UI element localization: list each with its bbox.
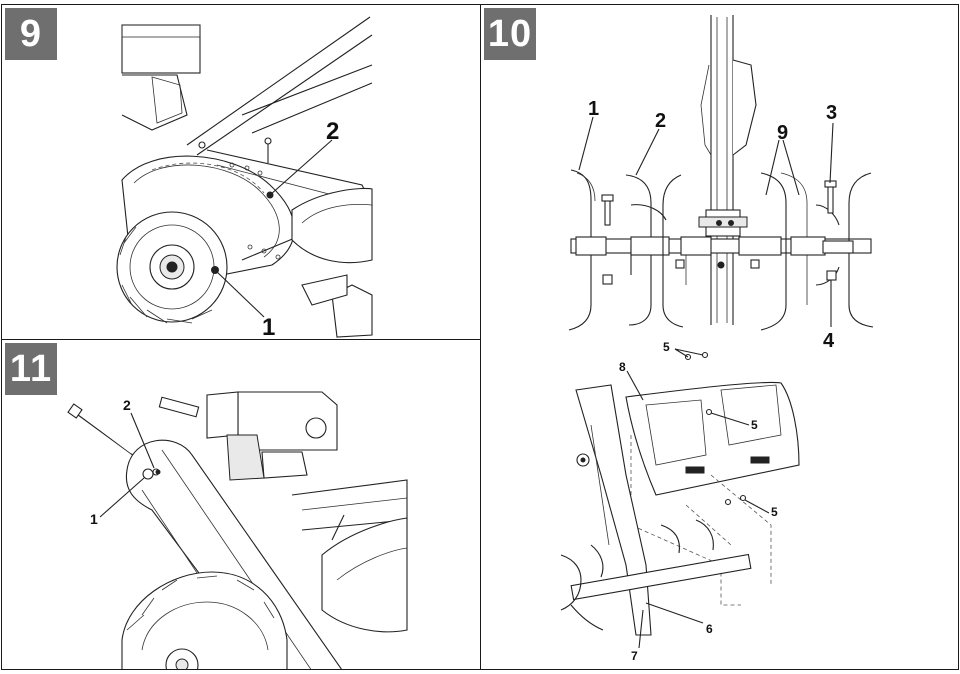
panel-9: 9 — [1, 4, 481, 340]
panel-10-callout-1: 1 — [588, 98, 599, 120]
panel-10-callout-2: 2 — [655, 110, 666, 132]
panel-10-callout-5a: 5 — [663, 340, 670, 354]
panel-10-callout-9: 9 — [777, 122, 788, 144]
panel-10-callout-6: 6 — [706, 622, 713, 636]
panel-9-callout-1: 1 — [262, 314, 275, 340]
panel-10-callout-4: 4 — [823, 330, 835, 352]
panel-9-drawing: 2 1 — [116, 16, 373, 340]
panel-10-callout-3: 3 — [826, 102, 837, 124]
panel-11: 11 — [1, 339, 481, 670]
panel-9-callout-2: 2 — [326, 118, 339, 145]
panel-11-callout-2: 2 — [123, 397, 131, 413]
panel-10: 10 — [480, 4, 959, 670]
panel-10-drawing: 1 2 9 3 4 — [560, 15, 874, 663]
panel-10-number: 10 — [484, 8, 536, 60]
panel-10-callout-7: 7 — [631, 649, 638, 663]
panel-11-drawing: 2 1 — [67, 391, 408, 669]
panel-9-number: 9 — [5, 8, 57, 60]
panel-10-callout-5c: 5 — [771, 505, 778, 519]
panel-11-callout-1: 1 — [90, 511, 98, 527]
panel-10-callout-5b: 5 — [751, 418, 758, 432]
panel-11-number: 11 — [5, 343, 57, 395]
panel-10-callout-8: 8 — [619, 360, 626, 374]
